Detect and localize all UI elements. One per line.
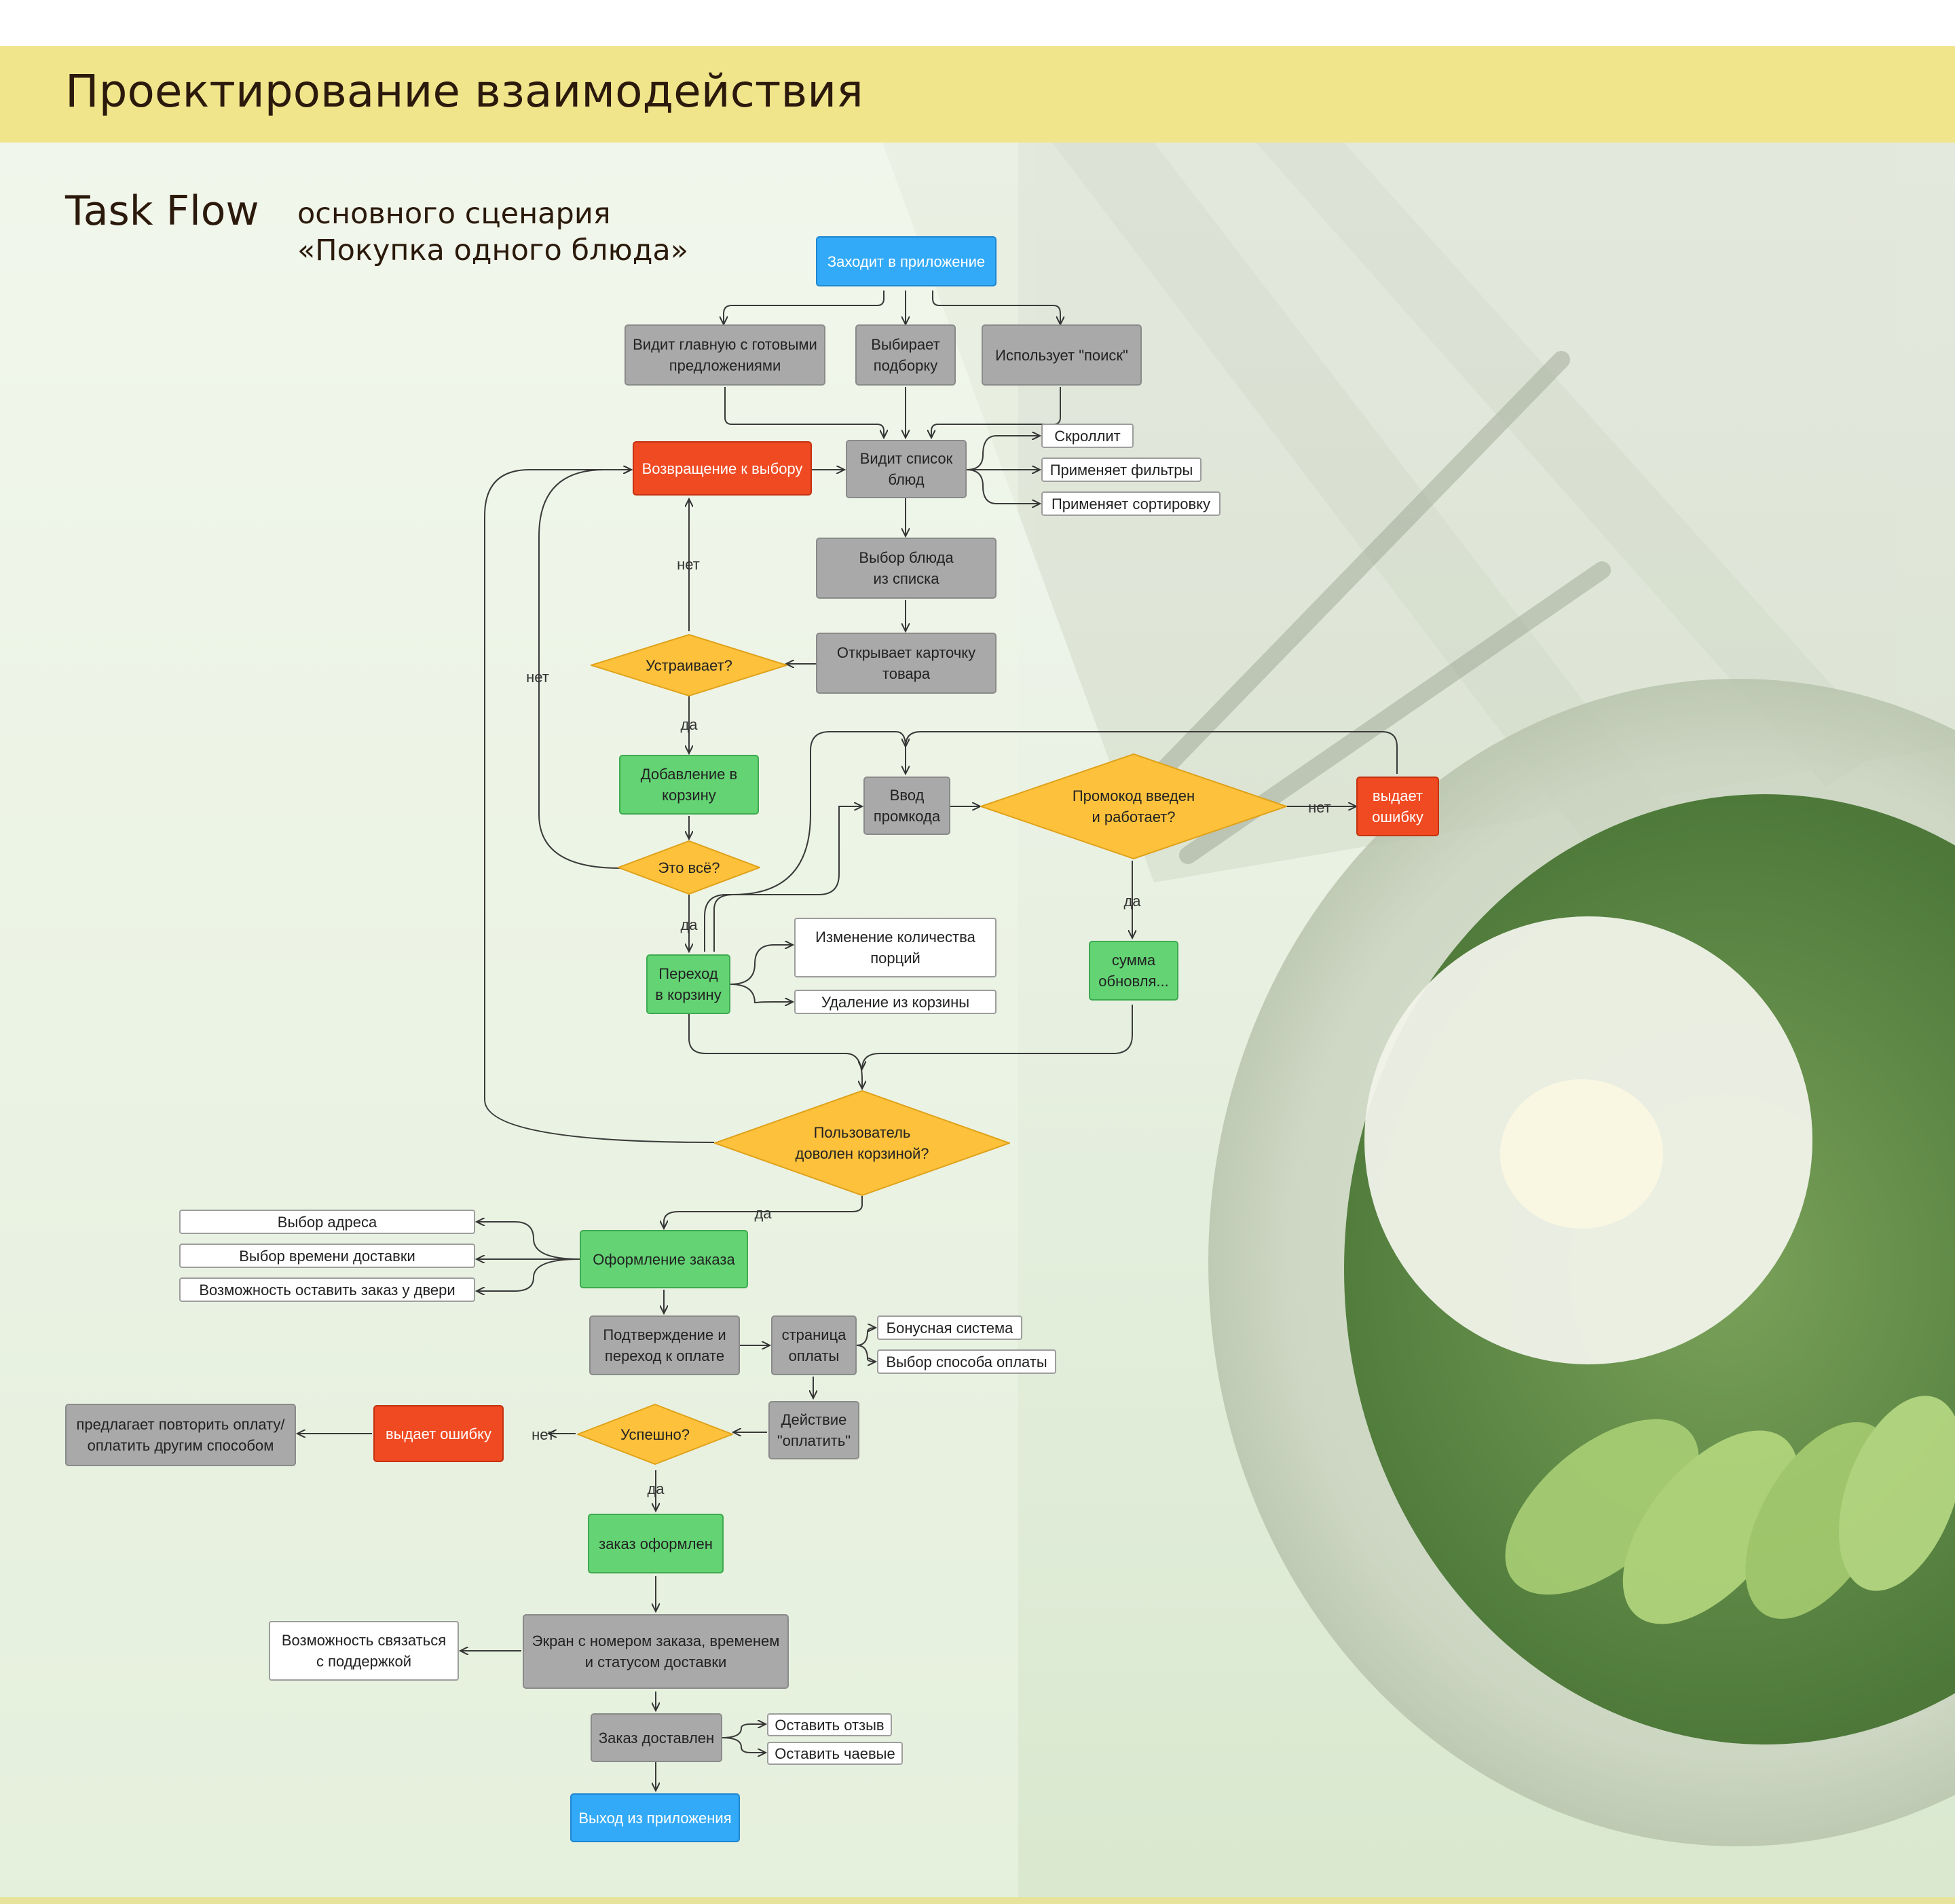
edge-label-yes-is-that-all: да bbox=[680, 916, 698, 933]
node-change-quantity: Изменение количества порций bbox=[794, 918, 997, 977]
node-select-dish: Выбор блюда из списка bbox=[816, 538, 997, 599]
node-satisfied-decision: Устраивает? bbox=[591, 634, 787, 696]
node-enter-promo: Ввод промкода bbox=[863, 777, 950, 835]
edge-label-no-satisfied: нет bbox=[677, 556, 700, 573]
node-add-to-cart: Добавление в корзину bbox=[619, 755, 759, 815]
node-return-to-choice: Возвращение к выбору bbox=[633, 441, 812, 496]
edge-label-yes-satisfied: да bbox=[680, 716, 698, 733]
edge-label-no-promo: нет bbox=[1308, 799, 1331, 816]
node-uses-search: Использует "поиск" bbox=[982, 324, 1142, 386]
node-leave-tip: Оставить чаевые bbox=[767, 1742, 903, 1765]
node-main-offers: Видит главную с готовыми предложениями bbox=[625, 324, 825, 386]
node-order-placed: заказ оформлен bbox=[588, 1514, 724, 1573]
node-applies-filters: Применяет фильтры bbox=[1041, 458, 1202, 482]
node-choose-collection: Выбирает подборку bbox=[855, 324, 956, 386]
node-scrolls: Скроллит bbox=[1041, 424, 1134, 448]
node-choose-time: Выбор времени доставки bbox=[179, 1244, 475, 1268]
header-band bbox=[0, 46, 1955, 143]
edge-label-no-is-that-all: нет bbox=[526, 669, 549, 686]
node-bonus-system: Бонусная система bbox=[877, 1315, 1022, 1340]
task-flow-title: Task Flow bbox=[65, 187, 259, 235]
node-leave-at-door: Возможность оставить заказ у двери bbox=[179, 1277, 475, 1302]
node-sum-updated: сумма обновля... bbox=[1089, 941, 1178, 1001]
edge-label-yes-cart: да bbox=[754, 1205, 772, 1222]
node-payment-method: Выбор способа оплаты bbox=[877, 1349, 1056, 1374]
page-title: Проектирование взаимодействия bbox=[65, 65, 863, 117]
node-order-delivered: Заказ доставлен bbox=[591, 1713, 722, 1762]
node-pay-error: выдает ошибку bbox=[373, 1405, 504, 1462]
node-pay-action: Действие "оплатить" bbox=[768, 1401, 859, 1459]
node-choose-address: Выбор адреса bbox=[179, 1210, 475, 1234]
node-remove-from-cart: Удаление из корзины bbox=[794, 990, 997, 1014]
node-go-to-cart: Переход в корзину bbox=[646, 954, 730, 1014]
node-sees-list: Видит список блюд bbox=[846, 440, 967, 498]
node-promo-decision: Промокод введен и работает? bbox=[980, 753, 1287, 859]
subtitle-line-2: «Покупка одного блюда» bbox=[297, 234, 689, 267]
subtitle-line-1: основного сценария bbox=[297, 197, 611, 231]
node-is-that-all-decision: Это всё? bbox=[618, 840, 760, 895]
edge-label-yes-promo: да bbox=[1123, 893, 1141, 910]
node-leave-review: Оставить отзыв bbox=[767, 1713, 892, 1736]
node-contact-support: Возможность связаться с поддержкой bbox=[269, 1621, 459, 1681]
node-applies-sorting: Применяет сортировку bbox=[1041, 491, 1221, 516]
node-success-decision: Успешно? bbox=[577, 1404, 733, 1465]
node-confirm-payment: Подтверждение и переход к оплате bbox=[589, 1315, 740, 1375]
node-enter-app: Заходит в приложение bbox=[816, 236, 997, 286]
edge-label-no-success: нет bbox=[532, 1426, 555, 1443]
node-order-screen: Экран с номером заказа, временем и стату… bbox=[523, 1614, 789, 1689]
node-promo-error: выдает ошибку bbox=[1356, 777, 1439, 836]
node-checkout: Оформление заказа bbox=[580, 1230, 748, 1288]
edge-label-yes-success: да bbox=[647, 1480, 665, 1497]
node-exit-app: Выход из приложения bbox=[570, 1793, 740, 1842]
node-payment-page: страница оплаты bbox=[771, 1315, 857, 1375]
node-open-card: Открывает карточку товара bbox=[816, 633, 997, 694]
node-retry-payment: предлагает повторить оплату/ оплатить др… bbox=[65, 1404, 296, 1466]
node-cart-satisfied-decision: Пользователь доволен корзиной? bbox=[714, 1090, 1010, 1196]
